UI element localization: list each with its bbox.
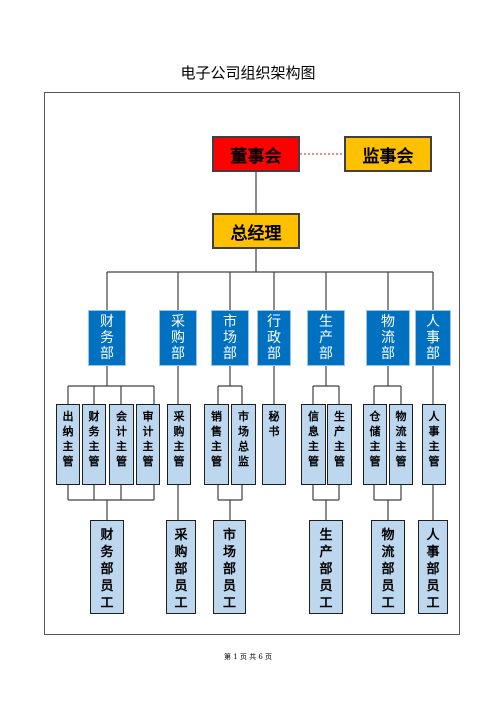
dept-admin: 行政部 <box>257 310 291 366</box>
general-manager-box: 总经理 <box>212 213 300 249</box>
dept-marketing: 市场部 <box>211 310 249 366</box>
role-purchasing-manager: 采购主管 <box>167 404 191 485</box>
page-footer: 第 1 页 共 6 页 <box>223 653 273 661</box>
role-info-manager: 信息主管 <box>301 404 326 485</box>
role-sales-manager: 销售主管 <box>204 404 229 485</box>
staff-hr: 人事部员工 <box>418 520 448 614</box>
supervisory-box: 监事会 <box>344 136 432 172</box>
role-audit-manager: 审计主管 <box>136 404 160 485</box>
role-logistics-manager: 物流主管 <box>389 404 413 485</box>
page-title: 电子公司组织架构图 <box>180 64 316 82</box>
dept-logistics: 物流部 <box>366 310 410 366</box>
dept-purchasing: 采购部 <box>159 310 197 366</box>
role-secretary: 秘 书 <box>262 404 291 485</box>
staff-purchasing: 采购部员工 <box>166 520 196 614</box>
staff-logistics: 物流部员工 <box>371 520 405 614</box>
role-cashier: 出纳主管 <box>56 404 80 485</box>
role-accounting-manager: 会计主管 <box>109 404 134 485</box>
dept-hr: 人事部 <box>415 310 451 366</box>
staff-production: 生产部员工 <box>309 520 343 614</box>
chart-frame <box>44 92 460 635</box>
role-warehouse-manager: 仓储主管 <box>363 404 387 485</box>
dept-production: 生产部 <box>307 310 345 366</box>
role-finance-manager: 财务主管 <box>82 404 106 485</box>
board-box: 董事会 <box>212 136 300 172</box>
staff-finance: 财务部员工 <box>90 520 124 614</box>
role-marketing-director: 市场总监 <box>231 404 256 485</box>
dept-finance: 财务部 <box>88 310 126 366</box>
role-production-manager: 生产主管 <box>327 404 352 485</box>
staff-marketing: 市场部员工 <box>213 520 246 614</box>
role-hr-manager: 人事主管 <box>422 404 446 485</box>
